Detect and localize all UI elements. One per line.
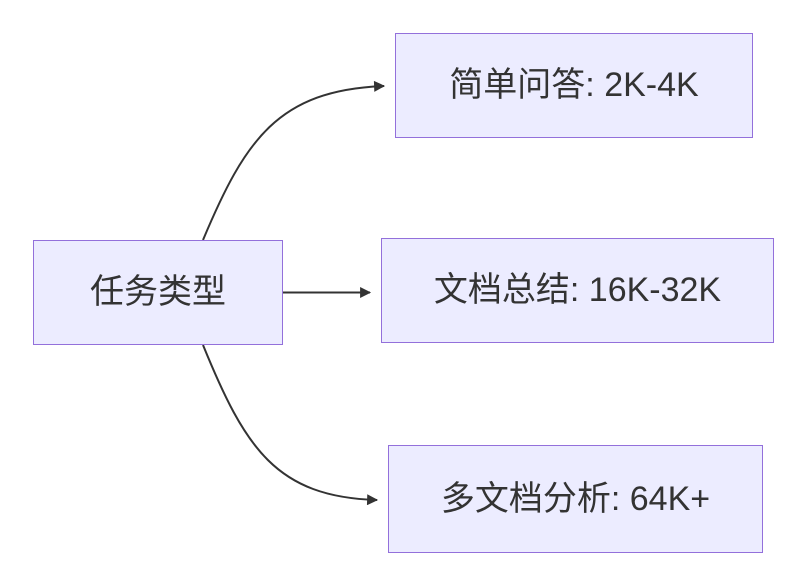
edge-root-to-branch-3 [202,344,379,506]
node-doc-summary-label: 文档总结: 16K-32K [433,271,722,310]
node-simple-qa-label: 简单问答: 2K-4K [449,66,699,105]
node-task-type-label: 任务类型 [90,273,226,312]
node-multi-doc-analysis: 多文档分析: 64K+ [388,445,763,553]
node-task-type: 任务类型 [33,240,283,345]
node-simple-qa: 简单问答: 2K-4K [395,33,753,138]
node-doc-summary: 文档总结: 16K-32K [381,238,774,343]
node-multi-doc-analysis-label: 多文档分析: 64K+ [440,479,711,518]
edge-root-to-branch-1 [202,80,386,241]
